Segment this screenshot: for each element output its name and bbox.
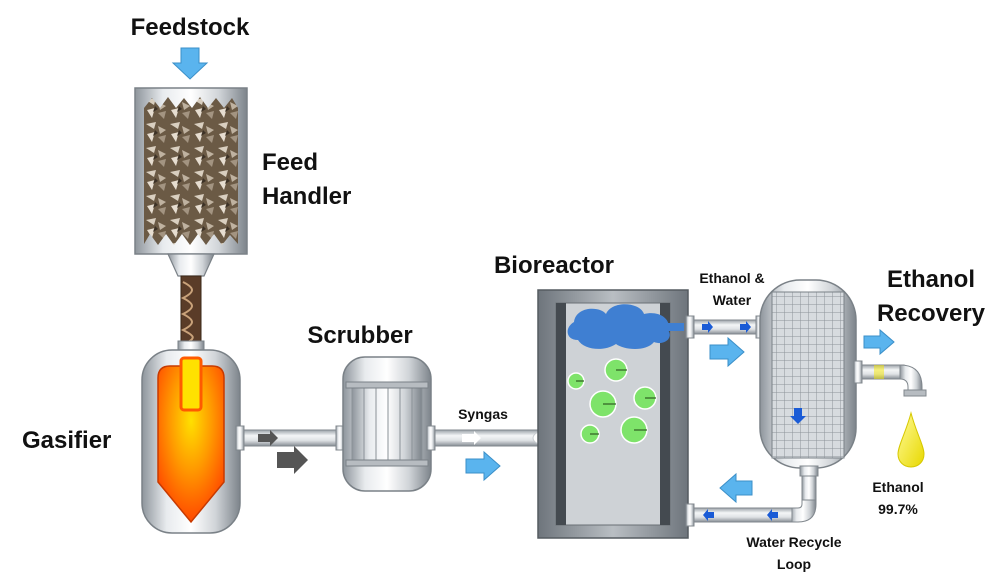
gasifier-label: Gasifier [22, 427, 111, 454]
droplet-icon [897, 411, 925, 468]
gas-pipe [235, 425, 345, 474]
water-recycle-flow-arrow-icon [719, 472, 753, 504]
bubble-icon [580, 424, 600, 444]
gas-flow-arrow-icon [277, 446, 308, 474]
ethanol-water-label-line1: Ethanol & [699, 270, 764, 286]
scrubber-label: Scrubber [307, 322, 412, 349]
bioreactor-label: Bioreactor [494, 252, 614, 279]
ethanol-product-label-line2: 99.7% [878, 501, 918, 517]
bubble-icon [589, 390, 617, 418]
water-recycle-label-line1: Water Recycle [746, 534, 841, 550]
gas-flow-arrow-icon [258, 430, 278, 446]
scrubber [342, 356, 432, 492]
feed-handler [134, 87, 248, 343]
ethanol-recovery-label-line1: Ethanol [887, 266, 975, 293]
gasifier [141, 340, 241, 534]
syngas-label: Syngas [458, 406, 508, 422]
ethanol-water-pipe [685, 315, 765, 368]
cloud-icon [567, 304, 670, 349]
ethanol-outlet-pipe [853, 328, 927, 397]
bubble-icon [633, 386, 657, 410]
feed-handler-label-line2: Handler [262, 183, 351, 210]
ethanol-recovery-column [759, 279, 857, 469]
ethanol-recovery-label-line2: Recovery [877, 300, 986, 327]
ethanol-water-flow-arrow-icon [709, 336, 745, 368]
syngas-flow-arrow-icon [465, 450, 501, 482]
water-recycle-pipe [685, 465, 819, 527]
bubble-icon [604, 358, 628, 382]
bubbles [567, 358, 657, 444]
ethanol-out-flow-arrow-icon [863, 328, 895, 356]
ethanol-water-label-line2: Water [713, 292, 752, 308]
feed-handler-label-line1: Feed [262, 149, 318, 176]
water-recycle-label-line2: Loop [777, 556, 811, 572]
ethanol-product-label-line1: Ethanol [872, 479, 923, 495]
feedstock-label: Feedstock [131, 14, 250, 41]
bubble-icon [620, 416, 648, 444]
bubble-icon [567, 372, 585, 390]
bioreactor [537, 289, 689, 539]
feedstock-arrow-icon [171, 47, 209, 80]
